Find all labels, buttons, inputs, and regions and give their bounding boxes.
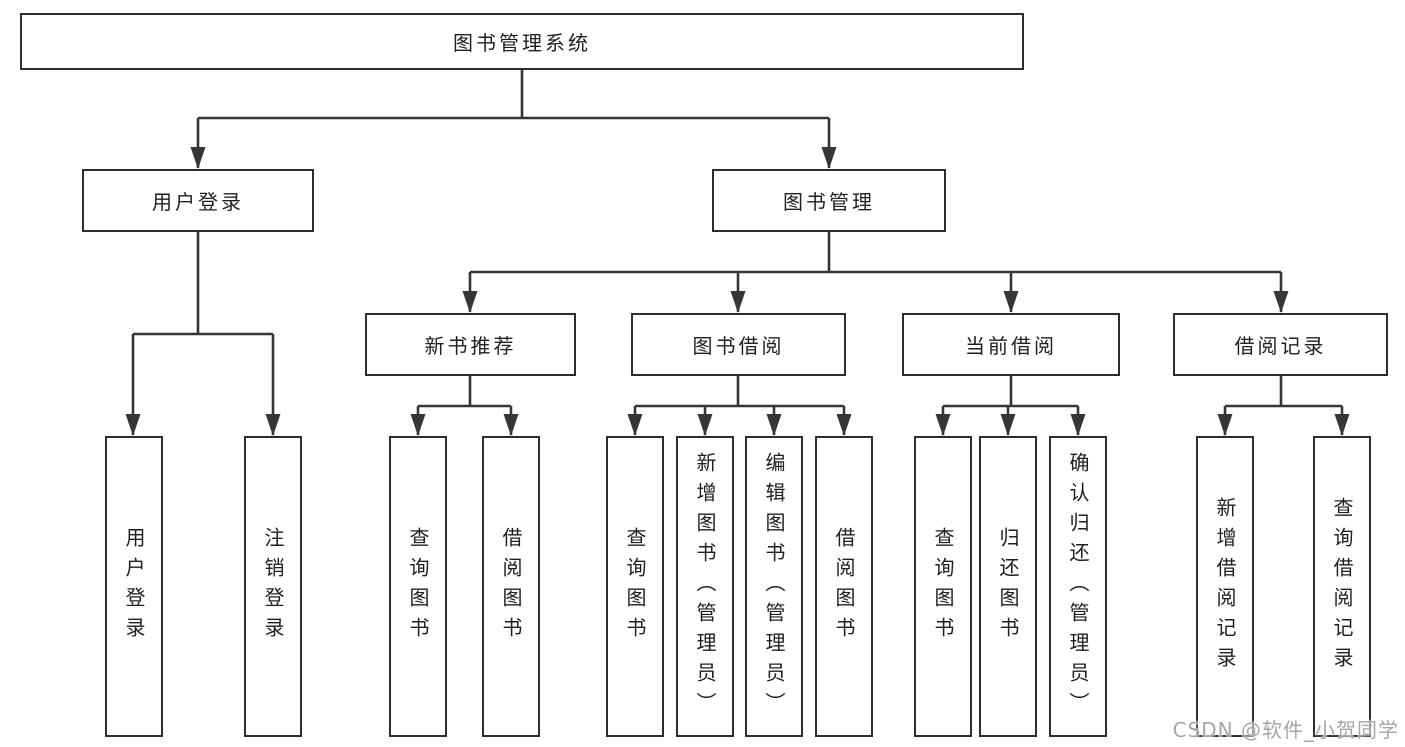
leaf-label: 用户登录	[122, 526, 146, 647]
node-label: 图书管理	[783, 190, 875, 214]
leaf-label: 查询图书	[406, 526, 430, 647]
leaf-logout: 注销登录	[244, 436, 302, 737]
node-borrowing-records: 借阅记录	[1173, 313, 1388, 376]
leaf-return-books: 归还图书	[979, 436, 1037, 737]
leaf-label: 新增图书（管理员）	[693, 451, 717, 722]
leaf-label: 新增借阅记录	[1213, 496, 1237, 677]
csdn-watermark: CSDN @软件_小贺同学	[1172, 718, 1399, 742]
node-book-management: 图书管理	[712, 169, 946, 232]
leaf-query-books: 查询图书	[914, 436, 972, 737]
node-label: 借阅记录	[1234, 334, 1327, 358]
leaf-add-books-admin: 新增图书（管理员）	[676, 436, 734, 737]
node-label: 图书管理系统	[453, 31, 591, 55]
leaf-label: 借阅图书	[832, 526, 856, 647]
leaf-label: 借阅图书	[499, 526, 523, 647]
node-library-system: 图书管理系统	[20, 13, 1024, 70]
leaf-user-login: 用户登录	[105, 436, 163, 737]
node-new-book-recommend: 新书推荐	[365, 313, 576, 376]
node-current-borrowing: 当前借阅	[902, 313, 1120, 376]
node-label: 图书借阅	[692, 334, 785, 358]
leaf-query-books: 查询图书	[606, 436, 664, 737]
leaf-label: 注销登录	[261, 526, 285, 647]
leaf-label: 查询图书	[623, 526, 647, 647]
leaf-label: 归还图书	[996, 526, 1020, 647]
leaf-label: 确认归还（管理员）	[1066, 451, 1090, 722]
node-label: 用户登录	[152, 190, 244, 214]
leaf-add-borrow-record: 新增借阅记录	[1196, 436, 1254, 737]
leaf-query-borrow-record: 查询借阅记录	[1313, 436, 1371, 737]
node-label: 新书推荐	[424, 334, 517, 358]
node-book-borrowing: 图书借阅	[631, 313, 846, 376]
leaf-label: 查询图书	[931, 526, 955, 647]
leaf-label: 编辑图书（管理员）	[762, 451, 786, 722]
leaf-confirm-return-admin: 确认归还（管理员）	[1049, 436, 1107, 737]
leaf-label: 查询借阅记录	[1330, 496, 1354, 677]
leaf-query-books: 查询图书	[389, 436, 447, 737]
leaf-borrow-books: 借阅图书	[482, 436, 540, 737]
leaf-borrow-books: 借阅图书	[815, 436, 873, 737]
leaf-edit-books-admin: 编辑图书（管理员）	[745, 436, 803, 737]
node-user-login: 用户登录	[82, 169, 314, 232]
node-label: 当前借阅	[965, 334, 1057, 358]
